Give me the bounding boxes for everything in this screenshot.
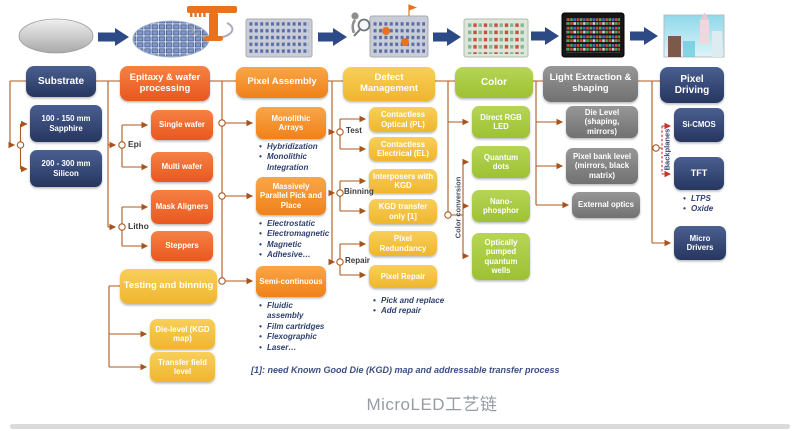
box-tft: TFT: [674, 157, 724, 190]
box-pixel-repair: Pixel Repair: [369, 265, 437, 288]
defect-marked-array-icon: [369, 15, 429, 58]
inspection-magnifier-icon: [351, 12, 371, 37]
binned-color-array-icon: [463, 18, 529, 58]
box-silicon: 200 - 300 mm Silicon: [30, 150, 102, 187]
box-nano-phosphor: Nano-phosphor: [472, 190, 530, 222]
bullet-item: Flexographic: [257, 332, 331, 343]
header-defect-management: Defect Management: [343, 67, 435, 101]
display-image-icon: [663, 12, 725, 58]
bullet-item: Add repair: [371, 306, 451, 317]
bullets-massively: Electrostatic Electromagnetic Magnetic A…: [257, 219, 331, 261]
header-light-extraction: Light Extraction & shaping: [543, 66, 638, 102]
bullet-item: LTPS: [681, 194, 726, 205]
label-binning: Binning: [344, 187, 374, 196]
box-kgd-transfer: KGD transfer only [1]: [369, 199, 437, 224]
flow-arrow-icon: [433, 28, 461, 46]
header-color: Color: [455, 67, 533, 98]
box-monolithic-arrays: Monolithic Arrays: [256, 107, 326, 139]
box-semi-continuous: Semi-continuous: [256, 266, 326, 297]
bullet-item: Hybridization: [257, 142, 329, 153]
header-substrate: Substrate: [26, 66, 96, 97]
box-quantum-dots: Quantum dots: [472, 146, 530, 178]
bullet-item: Adhesive…: [257, 250, 331, 261]
label-repair: Repair: [345, 256, 370, 265]
box-sapphire: 100 - 150 mm Sapphire: [30, 105, 102, 142]
box-transfer-field: Transfer field level: [150, 352, 215, 382]
box-interposers-kgd: Interposers with KGD: [369, 169, 437, 193]
pick-place-tool-icon: [187, 6, 237, 41]
flow-arrow-icon: [318, 28, 347, 46]
bullet-item: Electrostatic: [257, 219, 331, 230]
box-massively-parallel: Massively Parallel Pick and Place: [256, 177, 326, 215]
footnote: [1]: need Known Good Die (KGD) map and a…: [251, 365, 560, 375]
box-contactless-electrical: Contactless Electrical (EL): [369, 137, 437, 161]
bullet-item: Oxide: [681, 204, 726, 215]
label-litho: Litho: [128, 221, 149, 231]
box-optically-pumped-qw: Optically pumped quantum wells: [472, 233, 530, 280]
bullet-item: Fluidic assembly: [257, 301, 331, 322]
bullets-monolithic: Hybridization Monolithic Integration: [257, 142, 329, 173]
header-epitaxy: Epitaxy & wafer processing: [120, 66, 210, 101]
bullet-item: Monolithic Integration: [257, 152, 329, 173]
header-testing-binning: Testing and binning: [120, 269, 217, 304]
bullet-item: Magnetic: [257, 240, 331, 251]
patterned-wafer-icon: [132, 20, 210, 58]
box-micro-drivers: Micro Drivers: [674, 226, 726, 260]
box-contactless-optical: Contactless Optical (PL): [369, 107, 437, 132]
flow-arrow-icon: [98, 28, 129, 46]
box-multi-wafer: Multi wafer: [151, 152, 213, 182]
diagram-title: MicroLED工艺链: [366, 395, 498, 414]
label-color-conversion: Color conversion: [453, 176, 463, 239]
bullets-semi: Fluidic assembly Film cartridges Flexogr…: [257, 301, 331, 353]
box-die-level-shaping: Die Level (shaping, mirrors): [566, 106, 638, 138]
bullets-repair: Pick and replace Add repair: [371, 296, 451, 317]
box-die-level-kgd: Die-level (KGD map): [150, 319, 215, 349]
flag-marker-icon: [408, 4, 417, 16]
label-test: Test: [346, 126, 362, 135]
box-steppers: Steppers: [151, 231, 213, 261]
blank-wafer-icon: [18, 18, 94, 54]
die-array-icon: [245, 18, 313, 58]
bullet-item: Electromagnetic: [257, 229, 331, 240]
bullet-item: Film cartridges: [257, 322, 331, 333]
label-epi: Epi: [128, 139, 142, 149]
flow-arrow-icon: [630, 27, 658, 45]
box-pixel-bank-level: Pixel bank level (mirrors, black matrix): [566, 148, 638, 184]
box-si-cmos: Si-CMOS: [674, 108, 724, 142]
bullets-tft: LTPS Oxide: [681, 194, 726, 215]
box-mask-aligners: Mask Aligners: [151, 190, 213, 224]
box-single-wafer: Single wafer: [151, 110, 213, 140]
bottom-divider-bar: [10, 424, 790, 429]
bullet-item: Pick and replace: [371, 296, 451, 307]
flow-arrow-icon: [531, 27, 559, 45]
header-pixel-assembly: Pixel Assembly: [236, 67, 328, 98]
rgb-led-panel-icon: [561, 12, 625, 58]
connector-lines: [8, 80, 672, 371]
label-backplanes: Backplanes: [662, 128, 672, 171]
box-direct-rgb-led: Direct RGB LED: [472, 106, 530, 138]
header-pixel-driving: Pixel Driving: [660, 67, 724, 103]
box-external-optics: External optics: [572, 192, 640, 218]
box-pixel-redundancy: Pixel Redundancy: [369, 231, 437, 256]
bullet-item: Laser…: [257, 343, 331, 354]
